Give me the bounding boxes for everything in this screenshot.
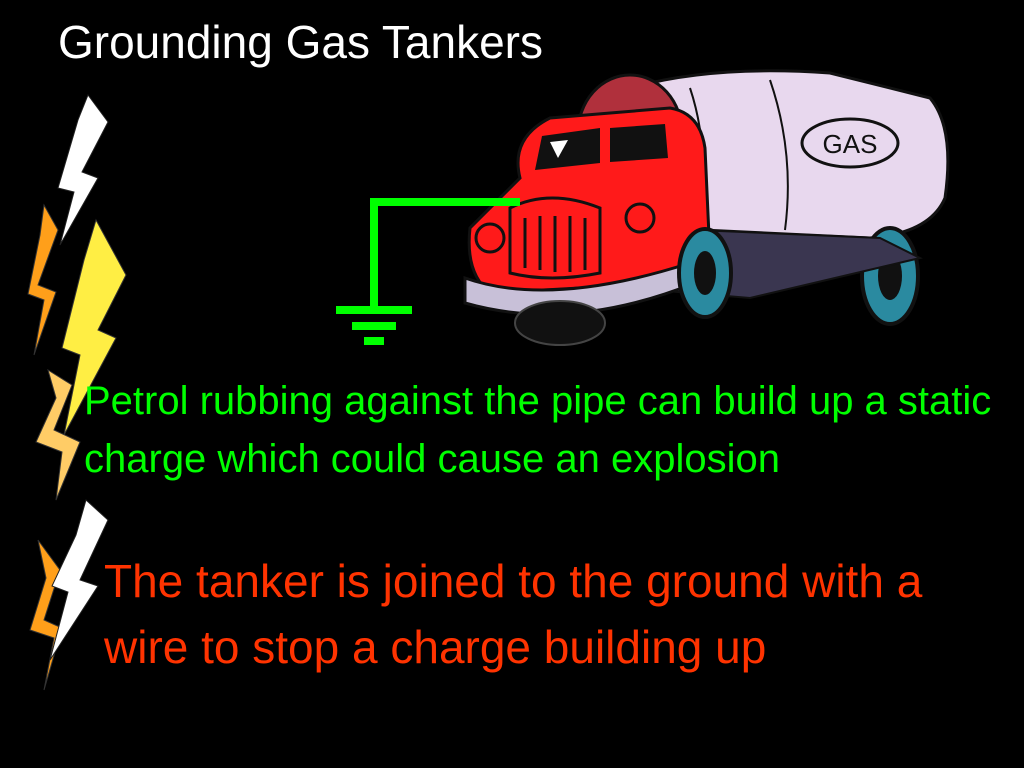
lightning-bolt-icon bbox=[57, 93, 109, 246]
gas-label-oval bbox=[800, 117, 900, 169]
headlight-icon bbox=[474, 222, 506, 254]
windshield bbox=[535, 128, 600, 170]
ground-wire bbox=[370, 198, 520, 308]
lightning-bolt-icon bbox=[29, 539, 63, 691]
lightning-bolt-icon bbox=[49, 499, 109, 661]
grounding-explanation: The tanker is joined to the ground with … bbox=[104, 555, 923, 673]
headlight-icon bbox=[624, 202, 656, 234]
static-charge-statement: Petrol rubbing against the pipe can buil… bbox=[84, 379, 992, 481]
tanker-truck-clipart: GAS bbox=[463, 69, 950, 346]
gas-label: GAS bbox=[823, 129, 878, 159]
ground-symbol-icon bbox=[336, 198, 520, 345]
lightning-bolt-icon bbox=[27, 203, 59, 356]
lightning-bolt-icon bbox=[35, 368, 81, 501]
lightning-bolts bbox=[27, 93, 127, 691]
slide-title: Grounding Gas Tankers bbox=[58, 16, 543, 68]
